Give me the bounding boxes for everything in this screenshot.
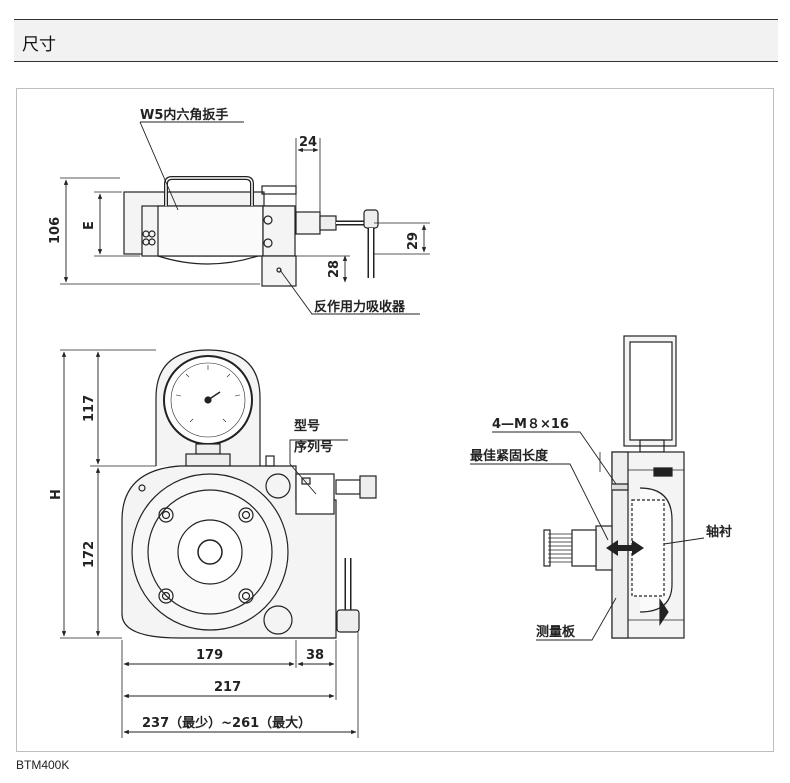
dim-range: 237（最少）~261（最大） bbox=[142, 715, 311, 731]
serial-label: 序列号 bbox=[294, 439, 333, 455]
dim-29: 29 bbox=[406, 232, 421, 250]
front-view bbox=[60, 349, 377, 738]
dim-38: 38 bbox=[306, 648, 324, 663]
measuring-plate-label: 测量板 bbox=[536, 624, 576, 640]
dim-h: H bbox=[49, 489, 64, 500]
side-view bbox=[470, 335, 705, 641]
bushing-label: 轴衬 bbox=[706, 524, 732, 540]
wrench-label: W5内六角扳手 bbox=[140, 107, 228, 123]
dim-117: 117 bbox=[82, 395, 97, 422]
dim-e: E bbox=[82, 221, 97, 230]
model-label: 型号 bbox=[294, 418, 320, 434]
section-title: 尺寸 bbox=[22, 35, 56, 55]
dim-24: 24 bbox=[299, 135, 317, 150]
absorber-label: 反作用力吸收器 bbox=[314, 299, 406, 315]
top-view bbox=[60, 121, 430, 315]
section-header: 尺寸 bbox=[14, 19, 778, 62]
model-caption: BTM400K bbox=[16, 758, 70, 772]
dim-106: 106 bbox=[48, 217, 63, 244]
dim-179: 179 bbox=[196, 648, 223, 663]
bolt-label: 4—M８×16 bbox=[492, 417, 569, 432]
dim-217: 217 bbox=[214, 680, 241, 695]
torque-length-label: 最佳紧固长度 bbox=[470, 448, 549, 464]
dim-172: 172 bbox=[82, 541, 97, 568]
dim-28: 28 bbox=[327, 260, 342, 278]
